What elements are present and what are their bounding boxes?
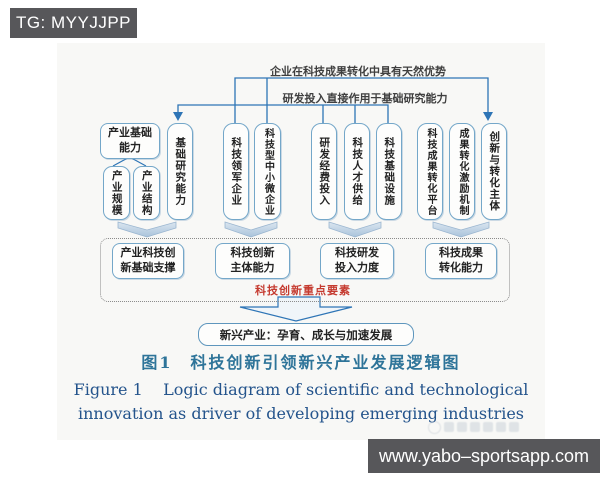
figure-caption-chinese: 图1 科技创新引领新兴产业发展逻辑图 [141, 353, 461, 372]
box-innovation-transform-subject: 创新与转化主体 [481, 123, 507, 220]
down-arrowhead-icon [483, 112, 493, 121]
factor-text: 产业科技创 [120, 246, 176, 260]
box-industry-scale: 产业规模 [103, 166, 130, 220]
diagram-connectors [112, 77, 493, 322]
down-arrowhead-icon [173, 112, 183, 121]
box-emerging-industries-result: 新兴产业：孕育、成长与加速发展 [198, 323, 414, 346]
bracket-line-mid [177, 104, 389, 123]
box-rd-funding: 研发经费投入 [311, 123, 337, 220]
factor-text: 新基础支撑 [120, 261, 176, 274]
factor-text: 科技成果 [439, 246, 483, 260]
factor-text: 主体能力 [230, 261, 275, 274]
factor-text: 投入力度 [335, 261, 379, 274]
factor-rd-investment-intensity: 科技研发 投入力度 [320, 243, 394, 279]
box-transform-incentive-mechanism: 成果转化激励机制 [449, 123, 475, 220]
chevron-down-icon [117, 221, 490, 238]
factor-achievement-transform-capability: 科技成果 转化能力 [425, 243, 497, 279]
illegible-watermark [428, 419, 538, 435]
box-tech-smes: 科技型中小微企业 [254, 123, 281, 220]
top-watermark-badge: TG: MYYJJPP [10, 8, 137, 38]
box-tech-infrastructure: 科技基础设施 [376, 123, 402, 220]
bracket-line-top [234, 77, 489, 123]
box-achievement-transform-platform: 科技成果转化平台 [417, 123, 443, 220]
annotation-rd-investment: 研发投入直接作用于基础研究能力 [282, 92, 448, 105]
factor-text: 科技创新 [230, 246, 275, 260]
box-industry-structure: 产业结构 [133, 166, 160, 220]
factor-industry-tech-base-support: 产业科技创 新基础支撑 [112, 243, 184, 279]
box-industry-base-capability: 产业基础 能力 [100, 123, 160, 159]
circle-logo-icon [428, 420, 441, 434]
figure-caption-english-line1: Figure 1 Logic diagram of scientific and… [73, 380, 529, 399]
bottom-watermark-badge: www.yabo–sportsapp.com [368, 439, 600, 473]
box-tech-leading-enterprises: 科技领军企业 [223, 123, 249, 220]
diagram-panel: 企业在科技成果转化中具有天然优势 研发投入直接作用于基础研究能力 产业基础 能力… [57, 43, 545, 440]
box-tech-talent-supply: 科技人才供给 [344, 123, 370, 220]
big-down-arrow-icon [239, 296, 353, 322]
factor-innovation-subject-capability: 科技创新 主体能力 [215, 243, 290, 279]
box-text: 产业基础 [108, 126, 152, 140]
key-factors-dashed-container [100, 238, 510, 302]
factor-text: 转化能力 [439, 261, 483, 274]
key-factors-label: 科技创新重点要素 [255, 284, 351, 297]
box-basic-research-capability: 基础研究能力 [167, 123, 193, 220]
annotation-enterprise-advantage: 企业在科技成果转化中具有天然优势 [270, 65, 446, 78]
factor-text: 科技研发 [335, 246, 379, 260]
figure-caption-english-line2: innovation as driver of developing emerg… [78, 404, 524, 423]
box-text: 能力 [119, 141, 141, 154]
